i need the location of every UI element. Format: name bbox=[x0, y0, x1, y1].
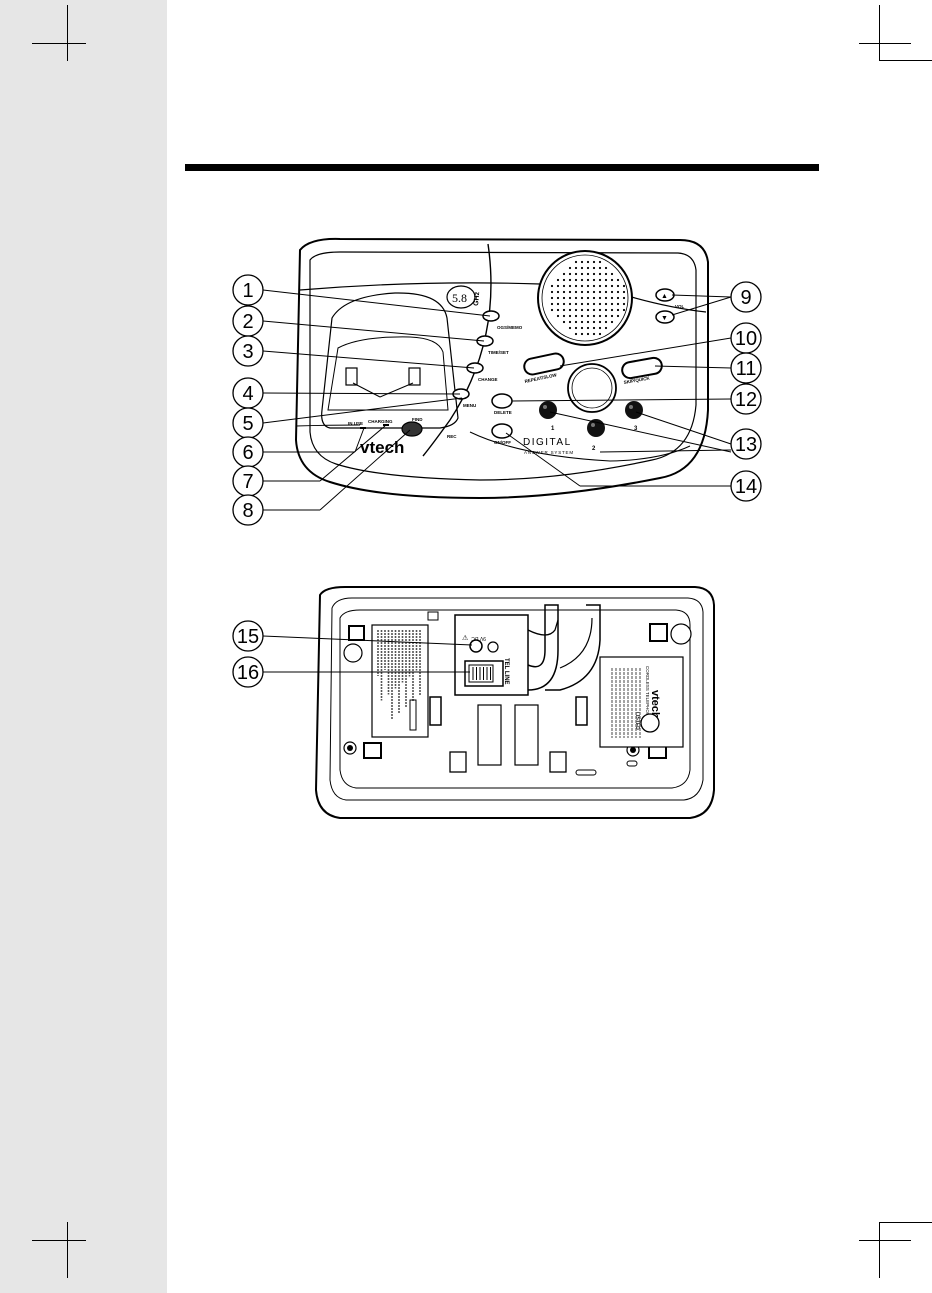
base-bottom-view: ⚠ 9V DC TEL LINE vtech CORDLESS TELEPHON… bbox=[316, 587, 714, 818]
in-use-light bbox=[360, 427, 366, 429]
vent-slot-left bbox=[430, 697, 441, 725]
vent-slot-right bbox=[576, 697, 587, 725]
find-label: FIND bbox=[412, 417, 423, 422]
top-callout-number: 12 bbox=[735, 389, 757, 411]
delete-label: DELETE bbox=[494, 410, 512, 415]
tel-line-label: TEL LINE bbox=[503, 658, 509, 685]
base-top-view: 5.8 GHz OGS/MEMO TIME/SET CHANGE MENU IN… bbox=[296, 239, 708, 498]
bottom-callout-number: 16 bbox=[237, 662, 259, 684]
top-callout-number: 10 bbox=[735, 328, 757, 350]
ogs-memo-button[interactable] bbox=[483, 311, 499, 321]
change-label: CHANGE bbox=[478, 377, 498, 382]
top-callout-number: 14 bbox=[735, 476, 757, 498]
volume-up-icon: ▲ bbox=[661, 293, 668, 300]
top-callout-number: 1 bbox=[242, 280, 253, 302]
rubber-foot-top-left bbox=[349, 626, 364, 640]
on-off-button[interactable] bbox=[492, 424, 512, 438]
speed-dial-1-button[interactable] bbox=[539, 401, 557, 419]
ul-listed-label: LISTED bbox=[634, 712, 640, 730]
rubber-foot-bottom-left bbox=[364, 743, 381, 758]
ogs-memo-label: OGS/MEMO bbox=[497, 325, 523, 330]
screw-hole-top-right bbox=[671, 624, 691, 644]
sticker-line1: CORDLESS TELEPHONE bbox=[645, 666, 650, 719]
power-jack-secondary bbox=[488, 642, 498, 652]
play-stop-button[interactable] bbox=[568, 364, 616, 412]
top-callout-number: 13 bbox=[735, 434, 757, 456]
frequency-unit: GHz bbox=[473, 291, 481, 306]
top-callout-number: 11 bbox=[736, 358, 757, 380]
top-callout-number: 9 bbox=[740, 287, 751, 309]
tab-left bbox=[450, 752, 466, 772]
center-recess-right bbox=[515, 705, 538, 765]
top-callout-number: 7 bbox=[242, 471, 253, 493]
speaker-grille bbox=[538, 251, 632, 345]
screw-hole-top-left bbox=[344, 644, 362, 662]
power-warning-icon: ⚠ bbox=[462, 634, 468, 642]
center-recess-left bbox=[478, 705, 501, 765]
vol-label: VOL bbox=[675, 304, 685, 309]
digital-label: DIGITAL bbox=[523, 437, 572, 448]
rubber-foot-top-right bbox=[650, 624, 667, 641]
power-jack[interactable] bbox=[470, 640, 482, 652]
top-callout-number: 5 bbox=[242, 413, 253, 435]
charging-label: CHARGING bbox=[368, 419, 393, 424]
rec-label: REC bbox=[447, 434, 457, 439]
top-callout-number: 4 bbox=[242, 383, 253, 405]
menu-label: MENU bbox=[463, 403, 476, 408]
on-off-label: ON/OFF bbox=[494, 440, 511, 445]
volume-down-icon: ▼ bbox=[661, 315, 668, 322]
top-callout-number: 3 bbox=[242, 341, 253, 363]
ul-mark bbox=[641, 714, 659, 732]
time-set-label: TIME/SET bbox=[488, 350, 509, 355]
delete-button[interactable] bbox=[492, 394, 512, 408]
top-callout-number: 8 bbox=[242, 500, 253, 522]
speed-dial-3-button[interactable] bbox=[625, 401, 643, 419]
tab-right bbox=[550, 752, 566, 772]
charging-light bbox=[383, 424, 389, 426]
in-use-label: IN USE bbox=[348, 421, 363, 426]
top-callout-number: 2 bbox=[242, 311, 253, 333]
frequency-value: 5.8 bbox=[452, 291, 467, 305]
bottom-callout-number: 15 bbox=[237, 626, 259, 648]
top-callout-number: 6 bbox=[242, 442, 253, 464]
